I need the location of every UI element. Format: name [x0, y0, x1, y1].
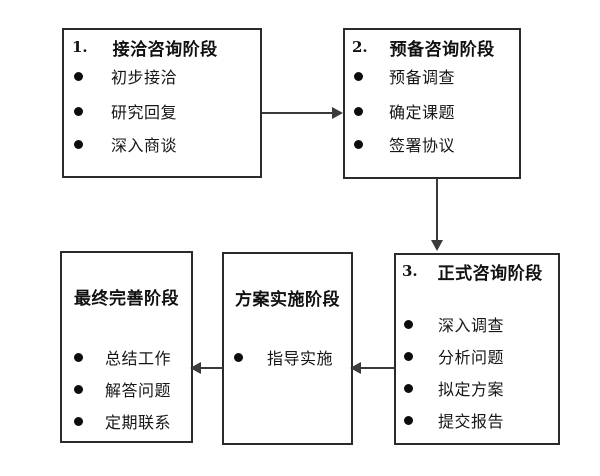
bullet-icon	[354, 139, 363, 149]
node-stage2-item-2-label: 签署协议	[389, 136, 456, 155]
node-stage5-item-0: 总结工作	[74, 344, 171, 370]
node-stage1[interactable]	[62, 28, 262, 178]
node-stage1-item-0: 初步接洽	[74, 63, 177, 89]
node-stage4-heading: 方案实施阶段	[222, 284, 353, 310]
node-stage3-item-3: 提交报告	[404, 407, 504, 433]
bullet-icon	[404, 351, 413, 361]
bullet-icon	[74, 352, 83, 362]
bullet-icon	[404, 383, 413, 393]
bullet-icon	[354, 106, 363, 116]
node-stage5-item-2: 定期联系	[74, 408, 171, 434]
node-stage3[interactable]	[394, 253, 560, 445]
edge-stage4-to-stage5-line	[200, 367, 223, 369]
node-stage1-item-2-label: 深入商谈	[111, 136, 178, 155]
node-stage5-heading-text: 最终完善阶段	[74, 288, 179, 309]
node-stage1-item-1-label: 研究回复	[111, 103, 178, 122]
bullet-icon	[234, 352, 243, 362]
node-stage1-heading-text: 接洽咨询阶段	[112, 39, 218, 60]
node-stage2-item-1: 确定课题	[354, 98, 455, 124]
edge-stage2-to-stage3-line	[436, 179, 438, 242]
node-stage1-item-2: 深入商谈	[74, 131, 177, 157]
edge-stage1-to-stage2-arrowhead	[332, 107, 343, 119]
bullet-icon	[354, 71, 363, 81]
node-stage3-item-0-label: 深入调查	[438, 316, 505, 335]
node-stage3-item-3-label: 提交报告	[438, 412, 505, 431]
node-stage5-item-0-label: 总结工作	[105, 349, 172, 368]
node-stage2[interactable]	[343, 28, 521, 179]
node-stage4[interactable]	[222, 252, 353, 445]
edge-stage3-to-stage4-line	[360, 367, 394, 369]
node-stage4-item-0-label: 指导实施	[267, 349, 334, 368]
bullet-icon	[74, 139, 83, 149]
bullet-icon	[404, 319, 413, 329]
node-stage2-item-2: 签署协议	[354, 131, 455, 157]
edge-stage3-to-stage4-arrowhead	[350, 362, 361, 374]
node-stage3-item-2: 拟定方案	[404, 375, 504, 401]
node-stage2-item-1-label: 确定课题	[389, 103, 456, 122]
node-stage5-item-1-label: 解答问题	[105, 381, 172, 400]
node-stage5-heading: 最终完善阶段	[60, 283, 193, 309]
node-stage3-item-2-label: 拟定方案	[438, 380, 505, 399]
node-stage3-item-1: 分析问题	[404, 343, 504, 369]
node-stage2-item-0: 预备调查	[354, 63, 455, 89]
node-stage4-item-0: 指导实施	[234, 344, 333, 370]
edge-stage1-to-stage2-line	[262, 112, 336, 114]
bullet-icon	[74, 384, 83, 394]
node-stage2-item-0-label: 预备调查	[389, 68, 456, 87]
node-stage3-heading-text: 正式咨询阶段	[437, 263, 543, 284]
node-stage5-item-1: 解答问题	[74, 376, 171, 402]
bullet-icon	[74, 106, 83, 116]
node-stage3-heading: 3. 正式咨询阶段	[402, 258, 560, 284]
node-stage2-heading: 2. 预备咨询阶段	[352, 34, 522, 60]
node-stage5[interactable]	[60, 251, 193, 443]
edge-stage2-to-stage3-arrowhead	[431, 240, 443, 251]
node-stage1-number: 1.	[72, 38, 88, 56]
bullet-icon	[404, 415, 413, 425]
node-stage3-number: 3.	[402, 262, 418, 280]
bullet-icon	[74, 71, 83, 81]
node-stage1-item-1: 研究回复	[74, 98, 177, 124]
node-stage5-item-2-label: 定期联系	[105, 413, 172, 432]
node-stage2-heading-text: 预备咨询阶段	[389, 39, 495, 60]
node-stage1-item-0-label: 初步接洽	[111, 68, 178, 87]
bullet-icon	[74, 416, 83, 426]
node-stage3-item-0: 深入调查	[404, 311, 504, 337]
node-stage1-heading: 1. 接洽咨询阶段	[72, 34, 252, 60]
node-stage3-item-1-label: 分析问题	[438, 348, 505, 367]
node-stage2-number: 2.	[352, 38, 368, 56]
node-stage4-heading-text: 方案实施阶段	[235, 289, 340, 310]
edge-stage4-to-stage5-arrowhead	[190, 362, 201, 374]
